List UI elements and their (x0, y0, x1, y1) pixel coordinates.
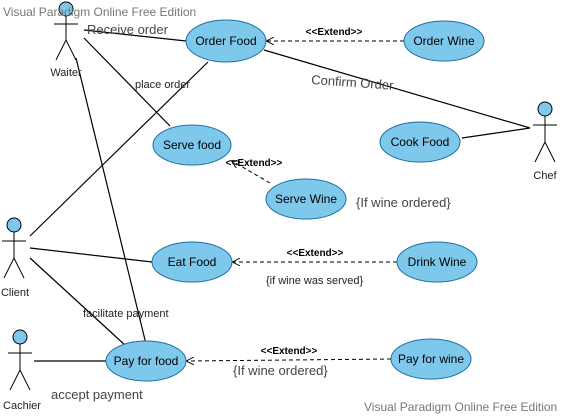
actor-cachier[interactable]: Cachier (3, 329, 41, 412)
label-facilitate-payment: facilitate payment (83, 308, 169, 320)
assoc-client-eat-food (29, 247, 153, 263)
use-case-eat-food[interactable]: Eat Food (151, 241, 233, 283)
actor-chef[interactable]: Chef (533, 101, 558, 182)
label-place-order: place order (135, 79, 190, 91)
stereotype-serve-wine: <<Extend>> (226, 158, 283, 169)
assoc-client-pay-for-food (29, 257, 127, 347)
use-case-cook-food[interactable]: Cook Food (379, 121, 461, 163)
actor-waiter[interactable]: Waiter (50, 1, 82, 79)
watermark-bottom: Visual Paradigm Online Free Edition (364, 400, 557, 414)
assoc-client-order-food (29, 61, 209, 237)
actor-waiter-label: Waiter (50, 67, 82, 79)
use-case-pay-for-wine-label: Pay for wine (398, 352, 464, 366)
use-case-order-wine-label: Order Wine (413, 34, 475, 48)
use-case-drink-wine[interactable]: Drink Wine (396, 241, 478, 283)
extend-serve-wine-to-serve-food (232, 161, 271, 184)
stereotype-order-wine: <<Extend>> (306, 27, 363, 38)
use-case-order-wine[interactable]: Order Wine (403, 20, 485, 62)
assoc-waiter-order-food (83, 29, 187, 42)
use-case-serve-food[interactable]: Serve food (152, 124, 232, 166)
assoc-order-food-chef (263, 49, 531, 129)
actor-cachier-label: Cachier (3, 400, 41, 412)
label-if-wine-served: {if wine was served} (266, 275, 364, 287)
use-case-pay-for-wine[interactable]: Pay for wine (390, 338, 472, 380)
use-case-serve-wine-label: Serve Wine (275, 192, 337, 206)
actor-chef-label: Chef (533, 170, 557, 182)
use-case-order-food[interactable]: Order Food (185, 19, 267, 63)
assoc-cook-food-chef (461, 127, 531, 139)
label-if-wine-ordered-2: {If wine ordered} (233, 363, 328, 378)
use-case-pay-for-food[interactable]: Pay for food (105, 340, 187, 382)
use-case-drink-wine-label: Drink Wine (408, 255, 467, 269)
watermark-top: Visual Paradigm Online Free Edition (3, 5, 196, 19)
label-if-wine-ordered-1: {If wine ordered} (356, 195, 451, 210)
use-case-eat-food-label: Eat Food (168, 255, 217, 269)
stereotype-pay-for-wine: <<Extend>> (261, 346, 318, 357)
extend-pay-for-wine-to-pay-for-food (187, 359, 392, 361)
label-accept-payment: accept payment (51, 387, 143, 402)
assoc-waiter-pay-for-food (75, 57, 147, 345)
label-receive-order: Receive order (87, 22, 169, 37)
actor-client[interactable]: Client (1, 217, 29, 299)
use-case-serve-wine[interactable]: Serve Wine (265, 178, 347, 220)
use-case-cook-food-label: Cook Food (391, 135, 450, 149)
use-case-order-food-label: Order Food (195, 34, 256, 48)
use-case-serve-food-label: Serve food (163, 138, 221, 152)
assoc-waiter-serve-food (83, 37, 171, 127)
label-confirm-order: Confirm Order (311, 72, 395, 93)
actor-client-label: Client (1, 287, 29, 299)
use-case-pay-for-food-label: Pay for food (114, 354, 179, 368)
stereotype-drink-wine: <<Extend>> (287, 248, 344, 259)
